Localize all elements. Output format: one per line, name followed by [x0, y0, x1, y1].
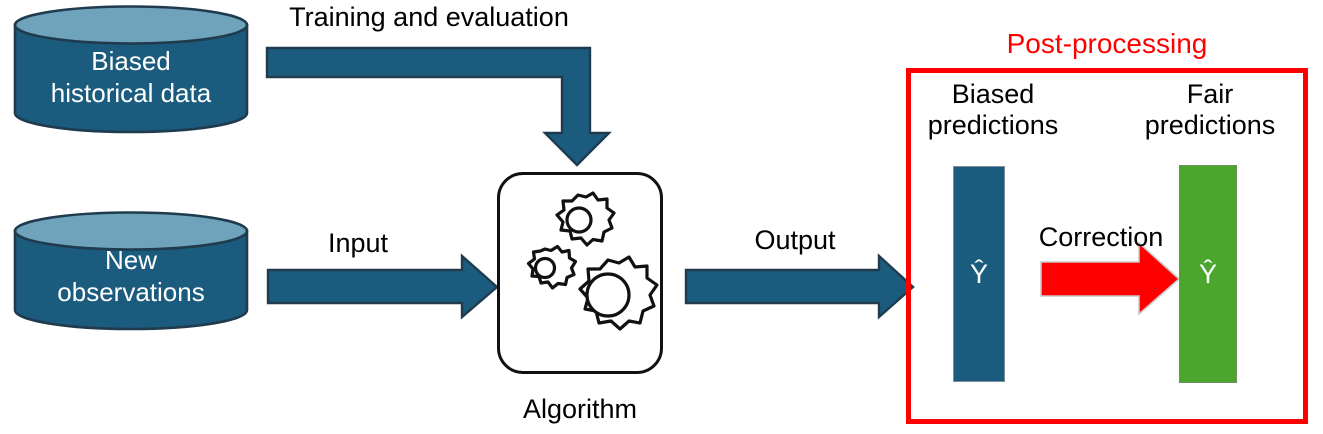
algorithm-label: Algorithm [522, 394, 638, 424]
input-label: Input [327, 228, 389, 258]
training-and-evaluation-label: Training and evaluation [289, 2, 569, 32]
post-processing-title: Post-processing [1006, 28, 1208, 59]
biased-historical-data-cylinder [13, 5, 249, 134]
post-processing-frame [906, 68, 1308, 424]
output-label: Output [754, 225, 836, 255]
correction-label: Correction [1038, 222, 1164, 252]
biased-predictions-line2: predictions [927, 110, 1059, 140]
biased-predictions-bar-symbol: Ŷ [969, 258, 988, 289]
correction-arrow-shape [1040, 241, 1181, 316]
fair-predictions-bar-symbol: Ŷ [1198, 258, 1217, 289]
algorithm-box [497, 172, 663, 374]
new-observations-line1: New [104, 245, 157, 275]
new-observations-cylinder [13, 211, 249, 331]
biased-historical-data-line2: historical data [50, 78, 212, 108]
fair-predictions-bar: Ŷ [1179, 165, 1237, 383]
new-observations-line2: observations [57, 277, 205, 307]
fair-predictions-line1: Fair [1186, 79, 1234, 109]
output-arrow-shape [684, 253, 915, 320]
biased-predictions-bar: Ŷ [953, 166, 1005, 382]
biased-historical-data-line1: Biased [91, 46, 171, 76]
biased-predictions-line1: Biased [951, 79, 1035, 109]
input-arrow-shape [266, 253, 499, 320]
training-and-evaluation-arrow-shape [265, 46, 612, 167]
fair-predictions-line2: predictions [1144, 110, 1276, 140]
